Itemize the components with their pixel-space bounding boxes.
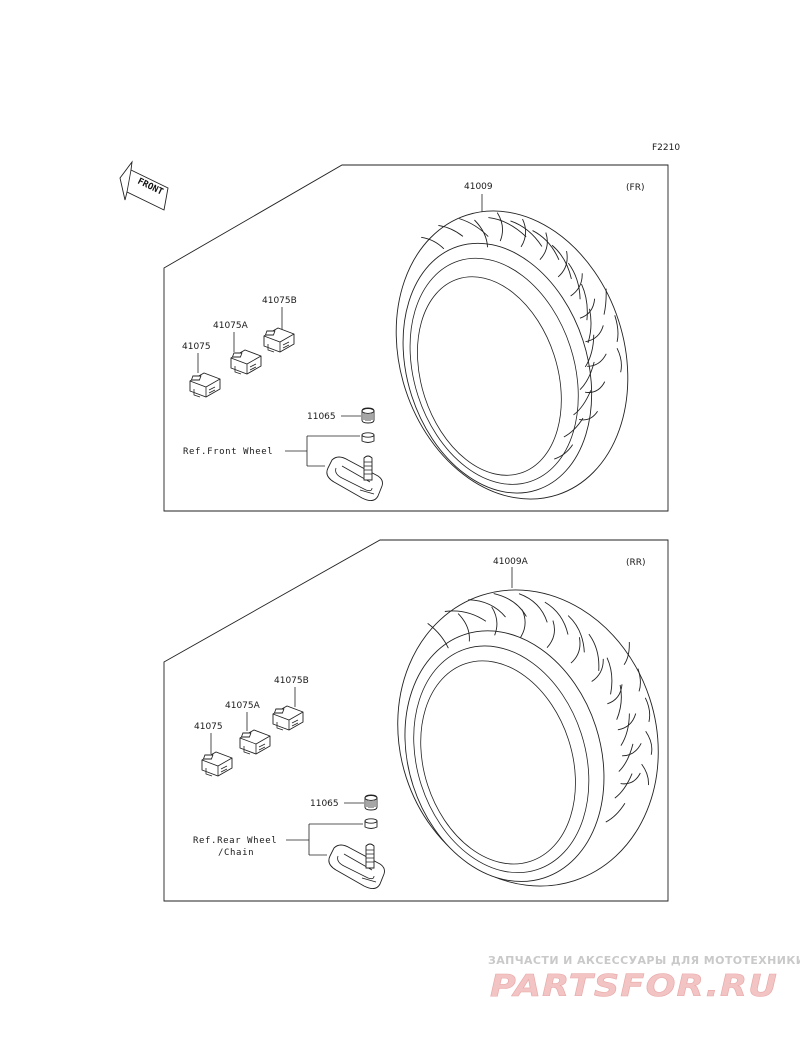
watermark-brand: PARTSFOR.RU	[490, 969, 778, 1004]
front-weight-41075a	[230, 349, 262, 375]
rear-frame	[163, 539, 669, 902]
front-valve-cap-label: 11065	[307, 412, 336, 422]
rear-weight-label-3: 41075B	[274, 676, 309, 686]
front-tire-part-number: 41009	[464, 182, 493, 192]
front-position-tag: (FR)	[626, 183, 644, 193]
front-section: (FR) 41009 41075 41075A 41075B 11065	[163, 164, 669, 512]
front-valve-cap	[361, 407, 375, 424]
rear-weight-label-1: 41075	[194, 722, 223, 732]
front-valve-stem	[326, 455, 383, 502]
rear-weight-41075b	[272, 705, 304, 731]
watermark: ЗАПЧАСТИ И АКСЕССУАРЫ ДЛЯ МОТОТЕХНИКИ PA…	[488, 954, 800, 1004]
figure-code: F2210	[652, 143, 680, 153]
front-weight-41075	[189, 372, 221, 398]
front-weight-label-1: 41075	[182, 342, 211, 352]
rear-tire	[397, 589, 659, 887]
rear-weight-label-2: 41075A	[225, 701, 261, 711]
front-weight-label-2: 41075A	[213, 321, 249, 331]
front-tire	[395, 210, 629, 500]
front-valve-core	[361, 432, 375, 443]
front-reference-note: Ref.Front Wheel	[183, 447, 273, 457]
rear-weight-41075a	[239, 729, 271, 755]
rear-valve-stem	[328, 843, 385, 890]
front-weight-label-3: 41075B	[262, 296, 297, 306]
watermark-subtitle: ЗАПЧАСТИ И АКСЕССУАРЫ ДЛЯ МОТОТЕХНИКИ	[488, 954, 800, 967]
rear-position-tag: (RR)	[626, 558, 646, 568]
front-frame	[163, 164, 669, 512]
rear-valve-cap	[364, 794, 378, 811]
rear-tire-part-number: 41009A	[493, 557, 529, 567]
rear-reference-note-line1: Ref.Rear Wheel	[193, 836, 277, 846]
rear-valve-cap-label: 11065	[310, 799, 339, 809]
rear-reference-note-line2: /Chain	[218, 848, 254, 858]
front-weight-41075b	[263, 327, 295, 353]
front-direction-arrow: FRONT	[119, 160, 169, 211]
rear-weight-41075	[201, 751, 233, 777]
rear-section: (RR) 41009A 41075 41075A 41075B 11065	[163, 539, 669, 902]
rear-valve-core	[364, 818, 378, 829]
